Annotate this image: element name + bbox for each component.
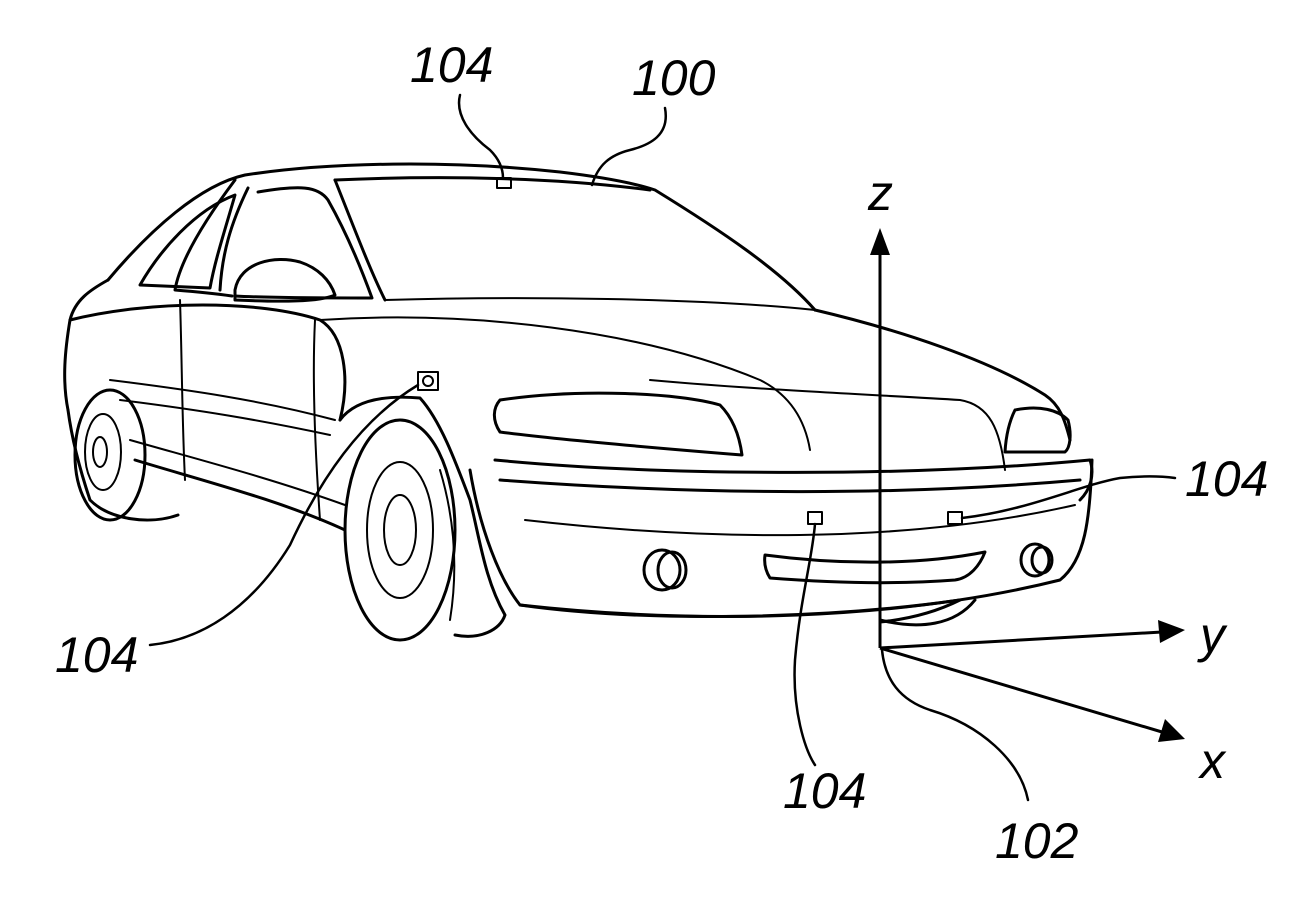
z-arrowhead xyxy=(870,228,890,255)
z-axis-label: z xyxy=(867,165,893,221)
y-axis-label: y xyxy=(1197,607,1228,663)
bumper-center-sensor xyxy=(808,512,822,524)
y-arrowhead xyxy=(1158,620,1185,643)
leader-fender-sensor xyxy=(150,385,418,645)
y-axis xyxy=(880,632,1162,648)
x-arrowhead xyxy=(1158,719,1185,742)
label-origin: 102 xyxy=(995,813,1079,869)
leader-vehicle xyxy=(592,108,666,185)
reference-numerals: 104 100 104 104 104 102 xyxy=(55,37,1268,869)
vehicle-drawing xyxy=(65,164,1092,640)
x-axis-label: x xyxy=(1198,733,1227,789)
fender-sensor xyxy=(418,372,438,390)
leader-bumper-right-sensor xyxy=(962,477,1175,519)
label-vehicle: 100 xyxy=(632,50,716,106)
label-bumper-center-sensor: 104 xyxy=(783,763,866,819)
bumper-right-sensor xyxy=(948,512,962,524)
x-axis xyxy=(880,648,1162,732)
label-bumper-right-sensor: 104 xyxy=(1185,451,1268,507)
leader-origin xyxy=(882,650,1028,800)
label-roof-sensor: 104 xyxy=(410,37,493,93)
label-fender-sensor: 104 xyxy=(55,627,138,683)
